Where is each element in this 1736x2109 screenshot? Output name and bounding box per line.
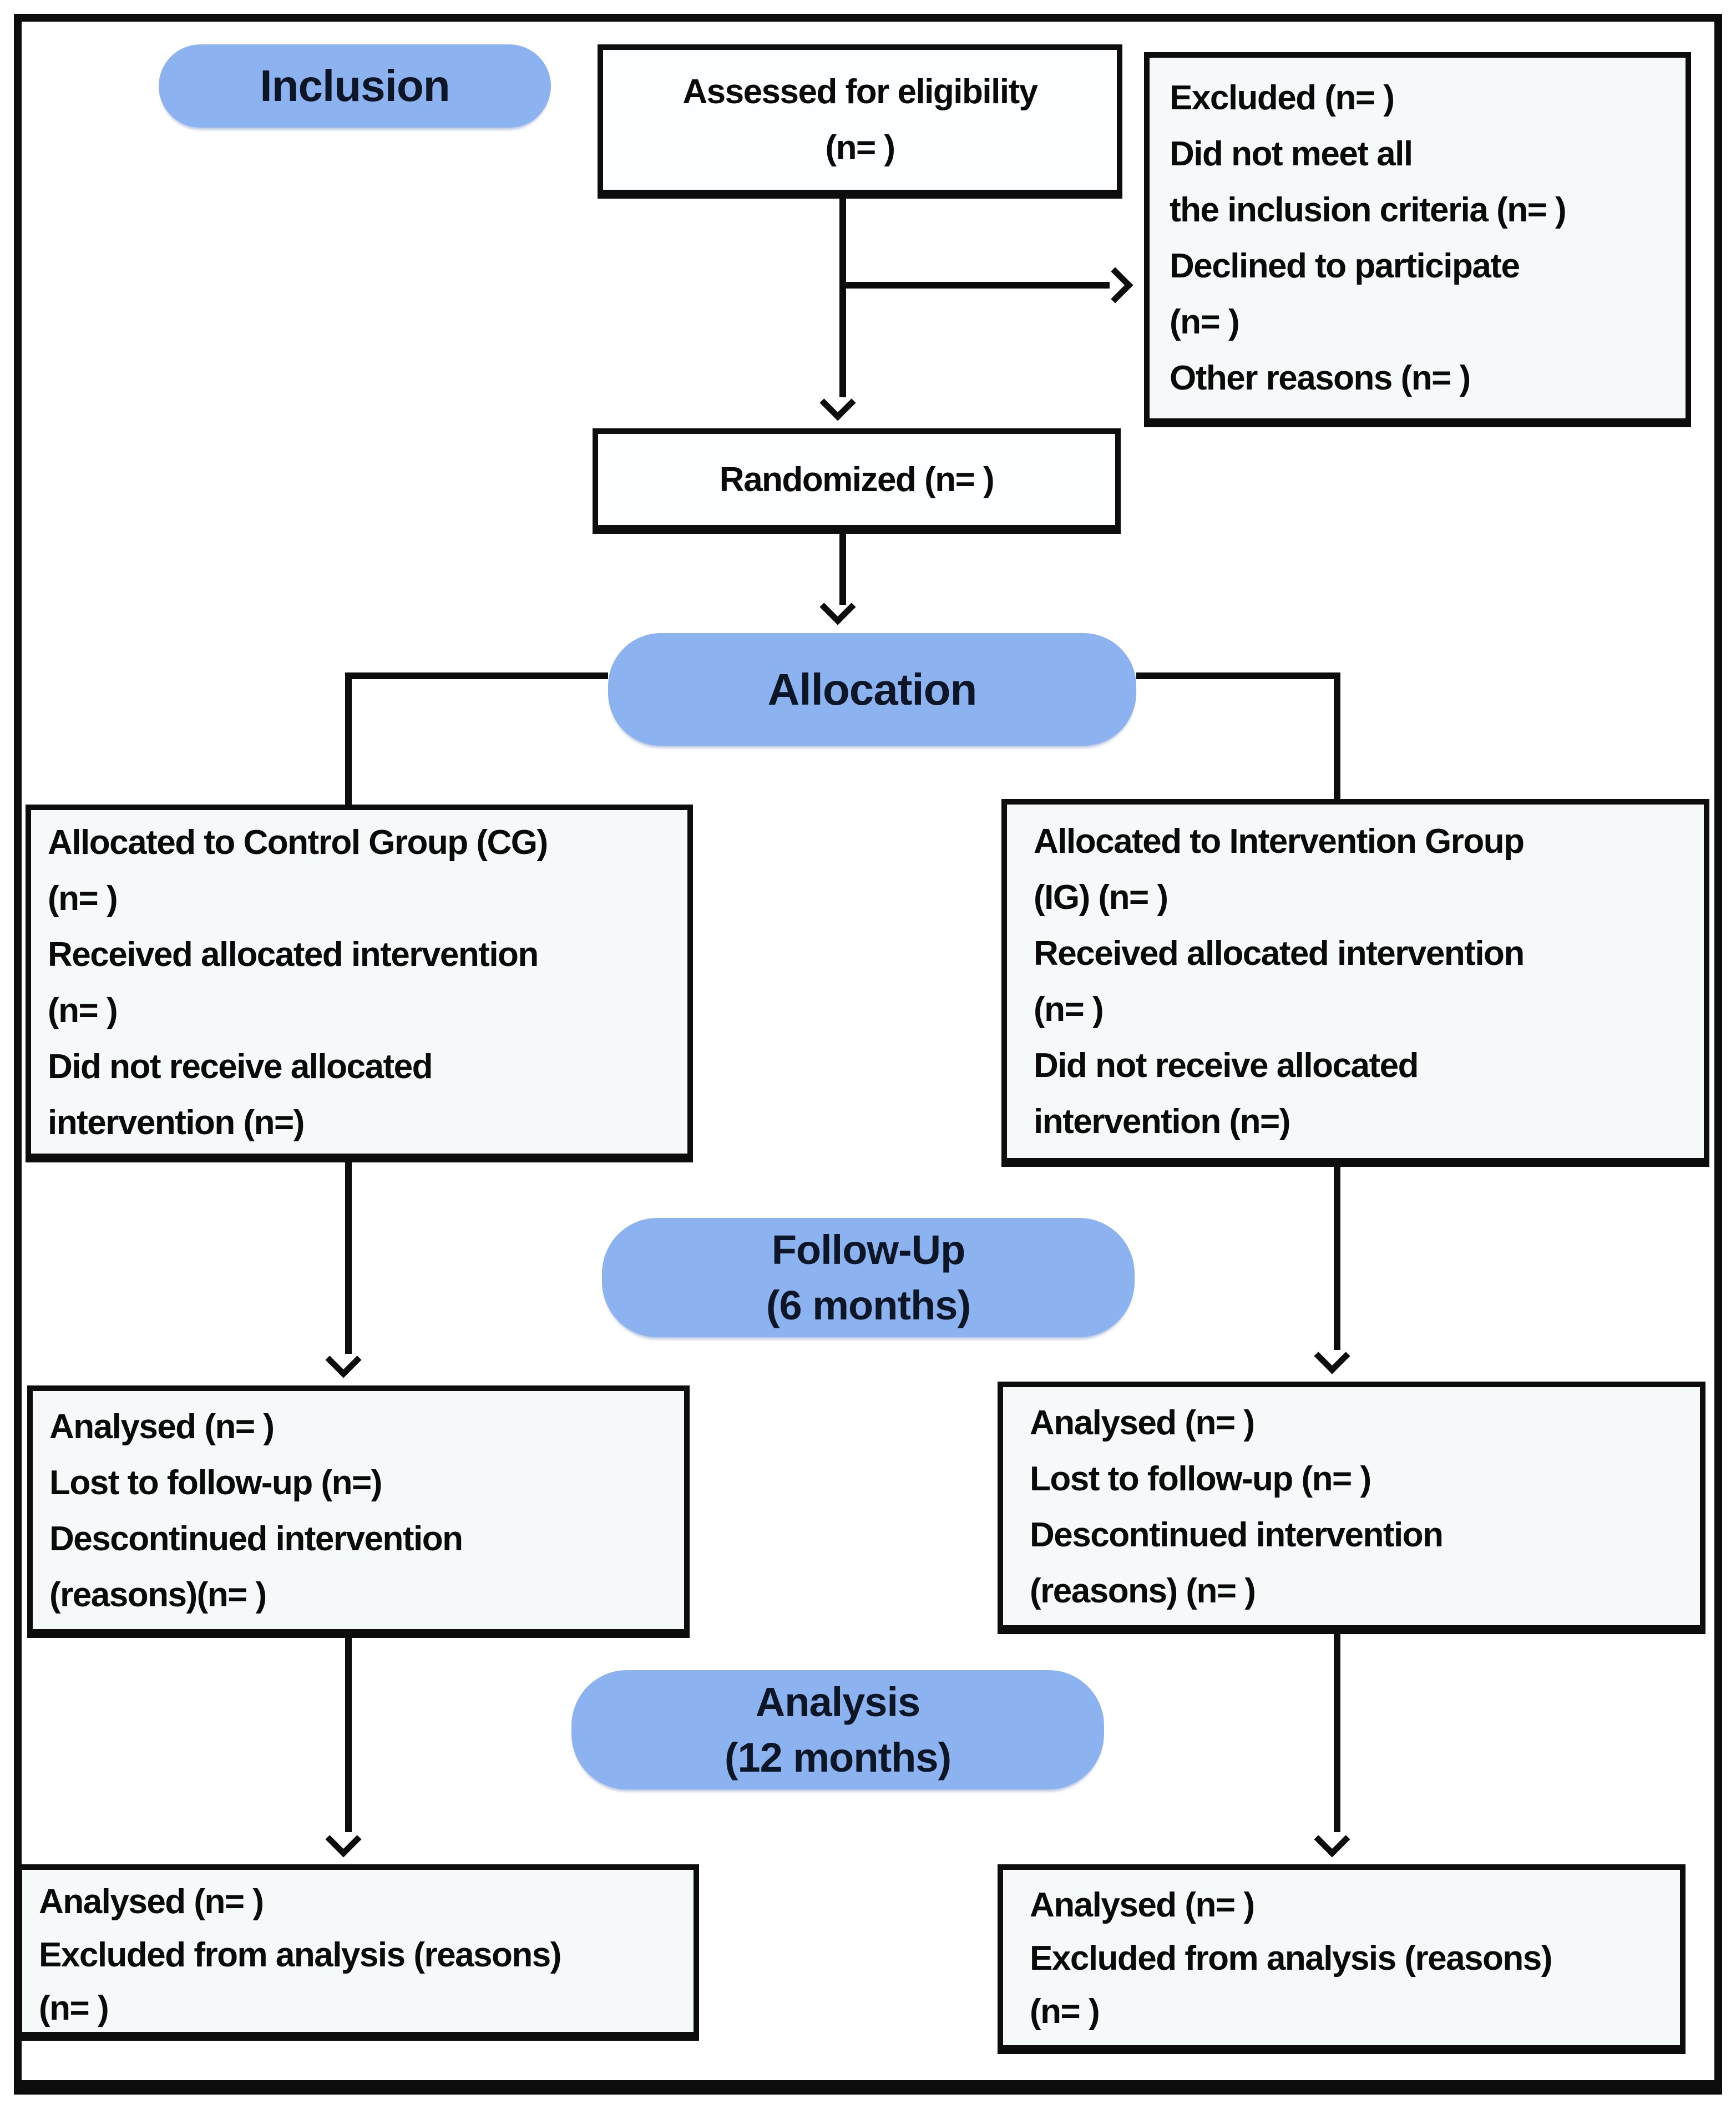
- followup-intervention-line: (reasons) (n= ): [1030, 1572, 1256, 1610]
- analysis-intervention-box: Analysed (n= ) Excluded from analysis (r…: [998, 1864, 1686, 2054]
- allocated-intervention-group-box: Allocated to Intervention Group (IG) (n=…: [1001, 799, 1709, 1167]
- excluded-line: Other reasons (n= ): [1170, 359, 1471, 397]
- assessed-line: (n= ): [825, 129, 895, 167]
- analysis-control-line: Excluded from analysis (reasons): [39, 1936, 561, 1974]
- followup-intervention-box: Analysed (n= ) Lost to follow-up (n= ) D…: [998, 1382, 1705, 1634]
- connector-followup-to-analysis-control: [345, 1638, 352, 1832]
- randomized-line: Randomized (n= ): [719, 460, 995, 499]
- analysis-intervention-line: Analysed (n= ): [1030, 1886, 1255, 1924]
- followup-control-box: Analysed (n= ) Lost to follow-up (n=) De…: [27, 1385, 690, 1638]
- allocated-control-line: Allocated to Control Group (CG): [48, 823, 548, 862]
- followup-control-line: (reasons)(n= ): [49, 1576, 267, 1614]
- stage-label-followup-line1: Follow-Up: [771, 1226, 966, 1273]
- allocated-intervention-line: Received allocated intervention: [1034, 934, 1525, 973]
- stage-pill-analysis: Analysis (12 months): [571, 1670, 1104, 1789]
- analysis-control-box: Analysed (n= ) Excluded from analysis (r…: [17, 1864, 699, 2041]
- allocated-control-line: Did not receive allocated: [48, 1048, 433, 1086]
- analysis-control-line: Analysed (n= ): [39, 1883, 264, 1921]
- followup-intervention-line: Analysed (n= ): [1030, 1404, 1255, 1442]
- excluded-line: Excluded (n= ): [1170, 79, 1395, 117]
- allocated-intervention-line: intervention (n=): [1034, 1102, 1290, 1141]
- analysis-control-line: (n= ): [39, 1989, 109, 2027]
- analysis-intervention-line: (n= ): [1030, 1992, 1100, 2031]
- stage-pill-inclusion: Inclusion: [159, 44, 551, 128]
- excluded-box: Excluded (n= ) Did not meet all the incl…: [1144, 52, 1691, 427]
- connector-allocation-left-vertical: [345, 672, 352, 806]
- allocated-control-line: (n= ): [48, 879, 118, 918]
- excluded-line: Declined to participate: [1170, 247, 1520, 285]
- stage-pill-allocation: Allocation: [608, 633, 1136, 746]
- connector-intervention-to-followup: [1334, 1167, 1340, 1350]
- allocated-control-line: (n= ): [48, 992, 118, 1030]
- assessed-line: Assessed for eligibility: [682, 73, 1038, 111]
- allocated-control-line: intervention (n=): [48, 1104, 305, 1142]
- analysis-intervention-line: Excluded from analysis (reasons): [1030, 1939, 1552, 1977]
- followup-intervention-line: Descontinued intervention: [1030, 1516, 1444, 1554]
- assessed-for-eligibility-box: Assessed for eligibility (n= ): [598, 44, 1122, 199]
- excluded-line: Did not meet all: [1170, 135, 1413, 173]
- connector-allocation-left-horizontal: [345, 672, 608, 679]
- connector-allocation-right-vertical: [1334, 672, 1340, 800]
- followup-control-line: Lost to follow-up (n=): [49, 1464, 382, 1502]
- allocated-intervention-line: (IG) (n= ): [1034, 878, 1168, 917]
- excluded-line: the inclusion criteria (n= ): [1170, 191, 1567, 229]
- connector-control-to-followup: [345, 1162, 352, 1354]
- stage-label-analysis-line2: (12 months): [724, 1734, 951, 1781]
- allocated-control-line: Received allocated intervention: [48, 935, 539, 974]
- connector-allocation-right-horizontal: [1136, 672, 1340, 679]
- connector-followup-to-analysis-intervention: [1334, 1634, 1340, 1832]
- stage-pill-followup: Follow-Up (6 months): [602, 1218, 1135, 1337]
- followup-control-line: Analysed (n= ): [49, 1408, 275, 1446]
- allocated-control-group-box: Allocated to Control Group (CG) (n= ) Re…: [26, 805, 693, 1162]
- allocated-intervention-line: (n= ): [1034, 990, 1104, 1029]
- excluded-line: (n= ): [1170, 303, 1240, 341]
- connector-branch-to-excluded: [839, 282, 1110, 289]
- allocated-intervention-line: Allocated to Intervention Group: [1034, 822, 1525, 861]
- randomized-box: Randomized (n= ): [593, 428, 1121, 534]
- followup-control-line: Descontinued intervention: [49, 1520, 463, 1558]
- stage-label-inclusion: Inclusion: [260, 61, 450, 110]
- stage-label-analysis-line1: Analysis: [755, 1678, 920, 1725]
- stage-label-allocation: Allocation: [767, 664, 978, 714]
- stage-label-followup-line2: (6 months): [766, 1282, 971, 1328]
- allocated-intervention-line: Did not receive allocated: [1034, 1046, 1419, 1085]
- connector-randomized-to-allocation: [839, 534, 846, 605]
- followup-intervention-line: Lost to follow-up (n= ): [1030, 1460, 1371, 1498]
- connector-assessed-to-randomized: [839, 198, 846, 397]
